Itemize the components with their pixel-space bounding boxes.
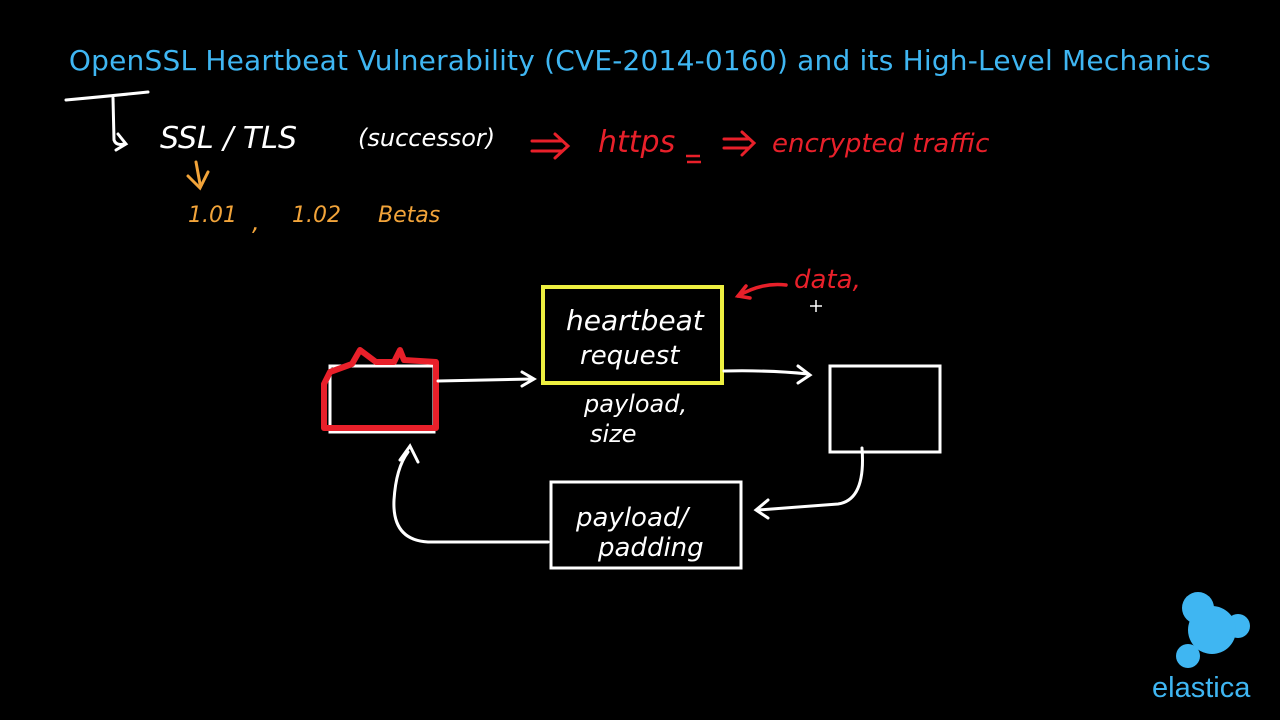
hook-arrow-icon <box>64 90 150 152</box>
client-box <box>321 347 439 434</box>
arrow-right-icon <box>722 364 813 385</box>
server-box <box>828 364 942 454</box>
comma-mark: , <box>252 208 260 236</box>
double-arrow-icon <box>722 130 757 157</box>
double-arrow-icon <box>530 132 571 160</box>
encrypted-traffic-label: encrypted traffic <box>772 129 989 159</box>
down-arrow-icon <box>186 160 210 191</box>
heartbeat-label-line1: heartbeat <box>566 304 705 337</box>
arrow-up-icon <box>392 443 550 544</box>
arrow-right-icon <box>436 370 537 388</box>
elastica-logo-icon <box>1176 592 1250 668</box>
heartbeat-label-line2: request <box>580 341 680 371</box>
version-102: 1.02 <box>292 203 341 228</box>
https-label: https <box>598 125 675 160</box>
ssl-tls-label: SSL / TLS <box>160 121 297 156</box>
version-101: 1.01 <box>188 203 237 228</box>
cursor-crosshair-icon <box>810 300 822 312</box>
successor-label: (successor) <box>358 124 495 152</box>
payload-padding-line2: padding <box>597 533 704 563</box>
arrow-left-icon <box>734 282 788 300</box>
underline-mark <box>686 154 701 164</box>
data-label: data, <box>794 265 861 295</box>
betas-label: Betas <box>378 203 440 228</box>
logo-wordmark: elastica <box>1152 672 1251 704</box>
payload-size-line1: payload, <box>583 390 687 418</box>
page-title: OpenSSL Heartbeat Vulnerability (CVE-201… <box>68 44 1212 77</box>
payload-size-line2: size <box>590 420 637 448</box>
heartbeat-request-box <box>541 285 724 385</box>
payload-padding-line1: payload/ <box>575 503 691 533</box>
payload-padding-box <box>549 480 743 570</box>
arrow-down-left-icon <box>753 446 864 520</box>
